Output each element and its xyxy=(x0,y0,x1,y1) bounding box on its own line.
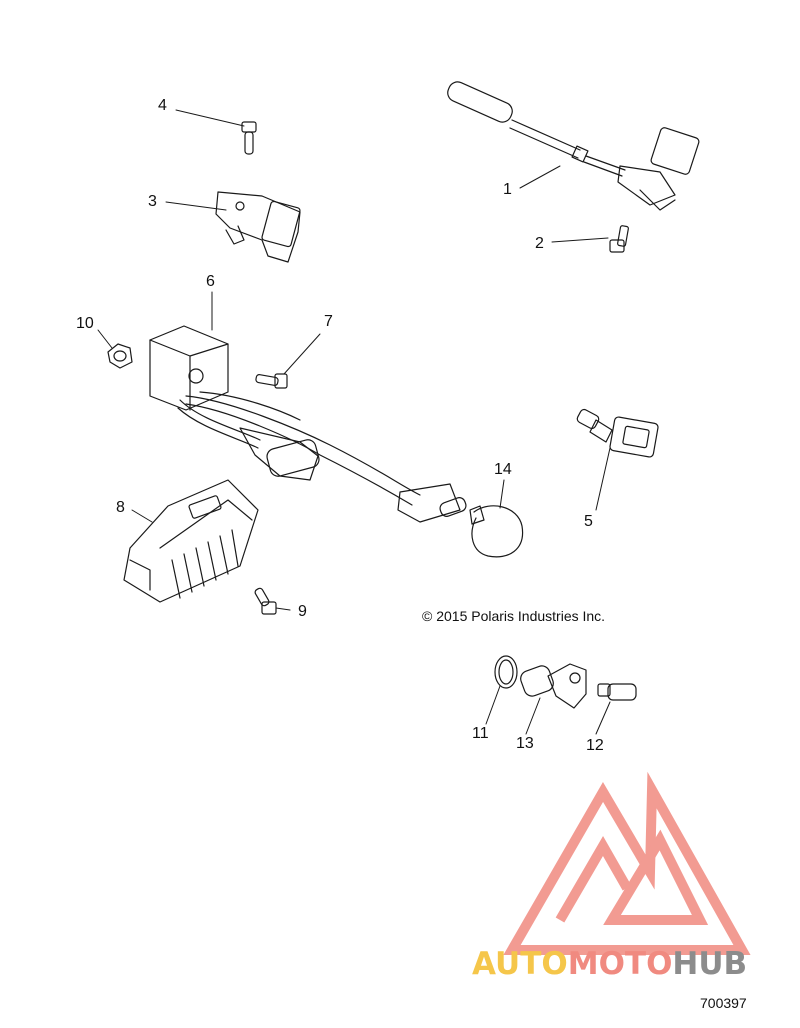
part-9-bolt xyxy=(254,587,276,614)
callout-10: 10 xyxy=(76,315,94,332)
watermark-logo xyxy=(503,771,751,955)
watermark-brand: AUTOMOTOHUB xyxy=(472,946,747,982)
callout-11: 11 xyxy=(472,725,489,742)
part-10-nut xyxy=(108,344,132,368)
copyright-text: © 2015 Polaris Industries Inc. xyxy=(422,608,606,624)
brand-hub: HUB xyxy=(672,946,748,982)
callout-7: 7 xyxy=(324,313,333,330)
part-8-regulator xyxy=(124,480,258,602)
callout-14: 14 xyxy=(494,461,512,478)
diagram-id: 700397 xyxy=(700,995,747,1011)
brand-moto: MOTO xyxy=(567,946,673,982)
part-11-o-ring xyxy=(495,656,517,688)
callout-9: 9 xyxy=(298,603,307,620)
callout-2: 2 xyxy=(535,235,544,252)
callout-3: 3 xyxy=(148,193,157,210)
callout-6: 6 xyxy=(206,273,215,290)
part-4-bolt xyxy=(242,122,256,154)
callout-4: 4 xyxy=(158,97,167,114)
callout-1: 1 xyxy=(503,181,512,198)
part-12-bolt xyxy=(598,684,636,700)
part-7-bolt xyxy=(255,374,287,388)
part-6-module-harness xyxy=(150,326,468,522)
callout-12: 12 xyxy=(586,737,604,754)
leader-lines xyxy=(97,109,611,735)
part-13-cam-sensor xyxy=(518,664,586,708)
part-3-map-sensor xyxy=(216,192,301,262)
callout-13: 13 xyxy=(516,735,534,752)
callout-5: 5 xyxy=(584,513,593,530)
part-5-temp-sensor xyxy=(576,408,659,457)
callout-8: 8 xyxy=(116,499,125,516)
part-2-bolt xyxy=(610,225,629,252)
part-1-speed-sensor xyxy=(445,79,700,210)
part-14-clamp xyxy=(470,506,523,557)
brand-auto: AUTO xyxy=(472,946,568,982)
